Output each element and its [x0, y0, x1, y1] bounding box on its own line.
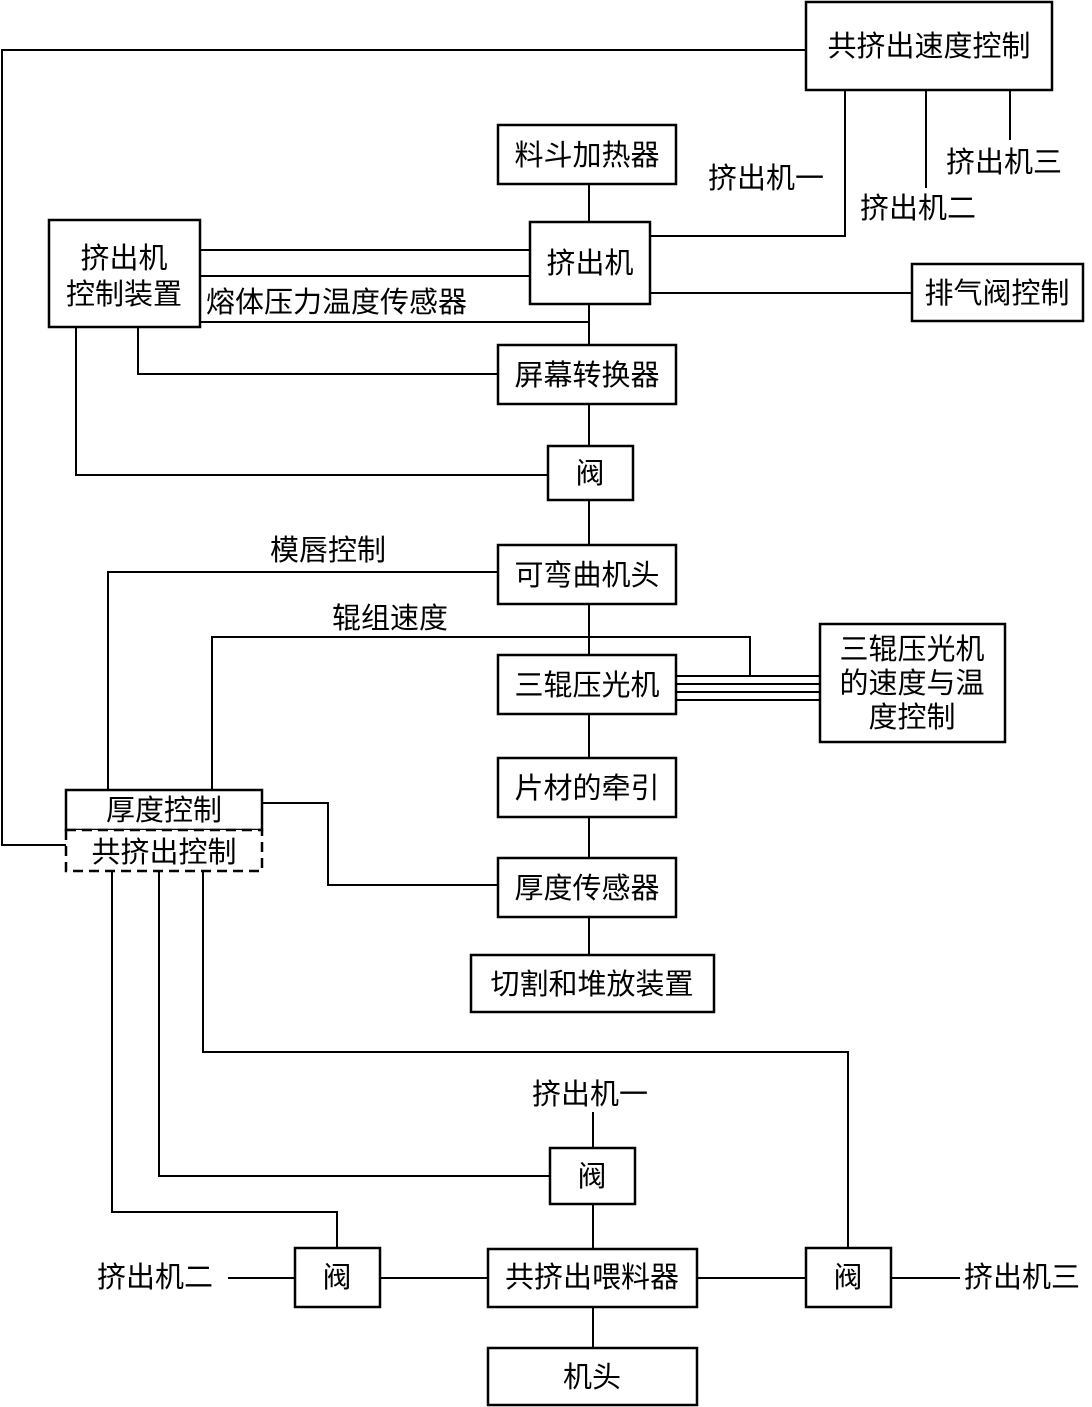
main-valve-box: 阀: [546, 444, 635, 502]
control-to-valve-line: [75, 327, 548, 476]
roll-speed-line: [211, 636, 751, 790]
flexible-die-label: 可弯曲机头: [514, 558, 659, 592]
valve-extruder3-label: 阀: [833, 1260, 862, 1294]
coex-to-valve3-line: [202, 868, 849, 1248]
die-head-box: 机头: [486, 1346, 699, 1407]
die-head-label: 机头: [563, 1360, 621, 1394]
extruder-control-label-line2: 控制装置: [66, 277, 182, 311]
calender-speed-temp-control-box: 三辊压光机 的速度与温 度控制: [818, 622, 1007, 744]
screen-changer-box: 屏幕转换器: [496, 343, 678, 406]
coex-speed-control-box: 共挤出速度控制: [804, 0, 1054, 92]
main-valve-label: 阀: [575, 456, 604, 490]
three-roll-calender-label: 三辊压光机: [514, 668, 659, 702]
sheet-haul-off-label: 片材的牵引: [514, 771, 659, 805]
coex-to-valve2-line: [111, 868, 338, 1248]
coex-control-box: 共挤出控制: [64, 828, 264, 873]
coex-speed-loop-line: [1, 49, 806, 846]
thickness-sensor-box: 厚度传感器: [496, 856, 678, 919]
top-extruder1-label: 挤出机一: [708, 161, 824, 195]
coex-feedblock-box: 共挤出喂料器: [486, 1247, 699, 1309]
screen-changer-label: 屏幕转换器: [514, 358, 659, 392]
cut-and-stack-box: 切割和堆放装置: [469, 953, 716, 1014]
valve-extruder2-box: 阀: [293, 1246, 382, 1309]
valve-extruder2-label: 阀: [322, 1260, 351, 1294]
flexible-die-box: 可弯曲机头: [496, 543, 678, 606]
vent-valve-control-label: 排气阀控制: [924, 276, 1069, 310]
vent-valve-control-box: 排气阀控制: [910, 262, 1085, 323]
bottom-extruder1-label: 挤出机一: [532, 1077, 648, 1111]
connector-lines: [1, 49, 1011, 1348]
speed-to-extruder-line: [650, 90, 846, 237]
calender-control-label-line2: 的速度与温: [839, 666, 984, 700]
thickness-sensor-line: [262, 802, 498, 886]
thickness-sensor-label: 厚度传感器: [514, 871, 659, 905]
cut-and-stack-label: 切割和堆放装置: [490, 967, 693, 1001]
extruder-control-device-box: 挤出机 控制装置: [47, 218, 202, 329]
valve-extruder3-box: 阀: [804, 1246, 893, 1309]
roll-speed-label: 辊组速度: [332, 601, 448, 635]
sheet-haul-off-box: 片材的牵引: [496, 756, 678, 819]
bottom-extruder3-label: 挤出机三: [964, 1260, 1080, 1294]
thickness-control-label: 厚度控制: [106, 793, 222, 827]
hopper-heater-label: 料斗加热器: [514, 138, 659, 172]
melt-sensor-label: 熔体压力温度传感器: [206, 285, 467, 319]
control-to-screen-line: [137, 327, 498, 375]
thickness-control-box: 厚度控制: [64, 788, 264, 832]
valve-extruder1-label: 阀: [577, 1159, 606, 1193]
extruder-control-label-line1: 挤出机: [80, 241, 167, 275]
top-extruder3-label: 挤出机三: [946, 145, 1062, 179]
coex-to-valve1-line: [158, 868, 550, 1177]
coex-control-label: 共挤出控制: [91, 835, 236, 869]
coex-feedblock-label: 共挤出喂料器: [505, 1260, 679, 1294]
top-extruder2-label: 挤出机二: [860, 191, 976, 225]
calender-control-label-line3: 度控制: [868, 700, 955, 734]
die-lip-control-line: [107, 571, 498, 790]
coex-speed-control-label: 共挤出速度控制: [827, 29, 1030, 63]
hopper-heater-box: 料斗加热器: [496, 123, 678, 186]
die-lip-control-label: 模唇控制: [270, 533, 386, 567]
extruder-label: 挤出机: [546, 246, 633, 280]
bottom-extruder2-label: 挤出机二: [97, 1260, 213, 1294]
calender-control-label-line1: 三辊压光机: [839, 632, 984, 666]
valve-extruder1-box: 阀: [548, 1146, 637, 1206]
extruder-box: 挤出机: [528, 220, 652, 306]
three-roll-calender-box: 三辊压光机: [496, 653, 678, 716]
